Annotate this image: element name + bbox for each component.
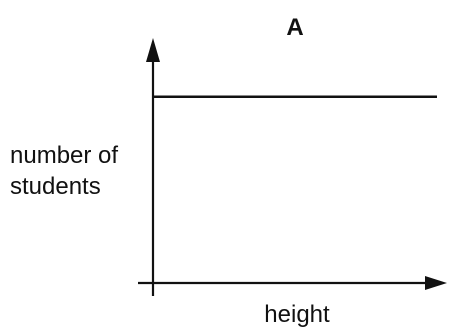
y-axis-label-line-1: number of xyxy=(10,142,118,169)
chart-title: A xyxy=(286,14,303,41)
x-axis-arrow-icon xyxy=(425,276,447,290)
x-axis-label: height xyxy=(264,301,330,327)
y-axis-label-line-2: students xyxy=(10,173,101,200)
y-axis-arrow-icon xyxy=(146,38,160,62)
